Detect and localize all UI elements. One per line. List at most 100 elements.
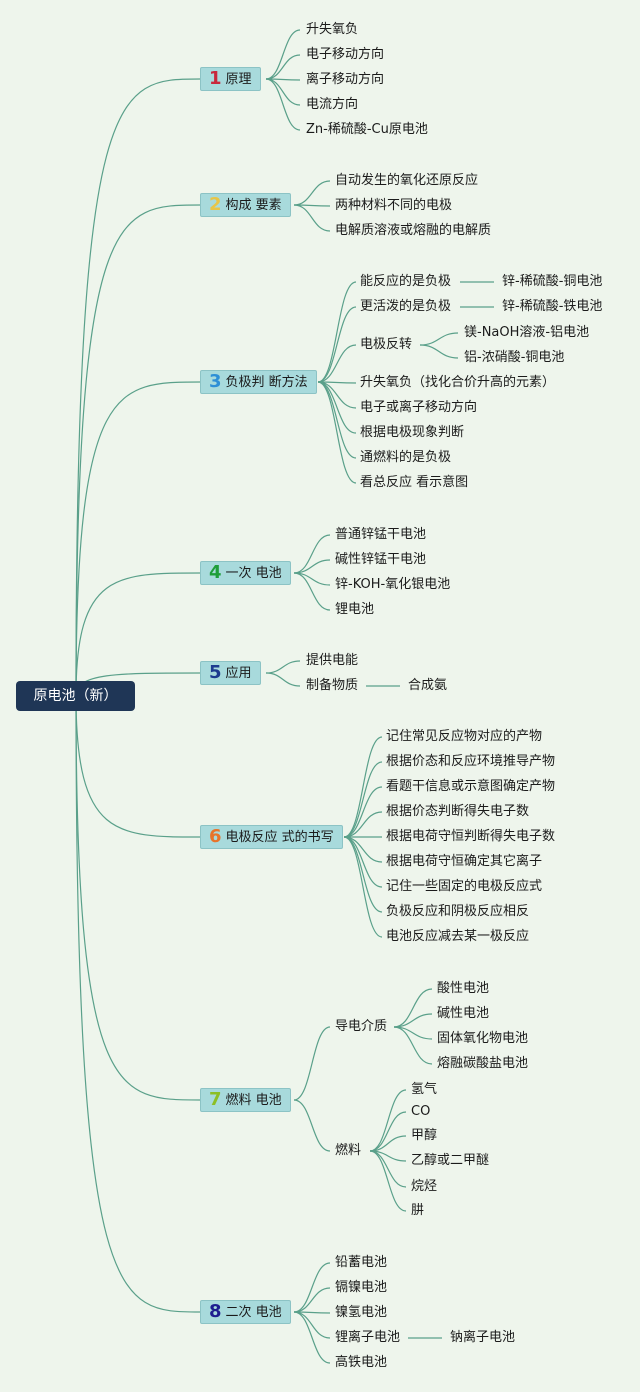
leaf-node[interactable]: 根据电极现象判断 [360, 425, 465, 440]
branch-number: 3 [209, 371, 222, 392]
leaf-node[interactable]: 碱性电池 [437, 1006, 490, 1021]
connector-line [293, 1287, 331, 1313]
leaf-node[interactable]: 合成氨 [408, 678, 448, 693]
connector-line [369, 1111, 407, 1152]
leaf-node[interactable]: 升失氧负（找化合价升高的元素） [360, 375, 556, 390]
connector-line [369, 1135, 407, 1152]
connector-line [265, 78, 301, 131]
leaf-node[interactable]: 乙醇或二甲醚 [411, 1153, 490, 1168]
leaf-node[interactable]: 普通锌锰干电池 [335, 527, 427, 542]
leaf-node[interactable]: 电子或离子移动方向 [360, 400, 478, 415]
leaf-node[interactable]: 锌-稀硫酸-铜电池 [502, 274, 603, 289]
leaf-node[interactable]: 铅蓄电池 [335, 1255, 388, 1270]
leaf-node[interactable]: 镉镍电池 [335, 1280, 388, 1295]
leaf-node[interactable]: 自动发生的氧化还原反应 [335, 173, 479, 188]
leaf-node[interactable]: 烷烃 [411, 1179, 438, 1194]
leaf-node[interactable]: 提供电能 [306, 653, 359, 668]
connector-line [393, 1026, 433, 1065]
leaf-node[interactable]: CO [411, 1104, 431, 1119]
leaf-node[interactable]: 锂电池 [335, 602, 375, 617]
leaf-node[interactable]: 碱性锌锰干电池 [335, 552, 427, 567]
connector-line [75, 381, 201, 697]
leaf-node[interactable]: 电流方向 [306, 97, 359, 112]
connector-line [293, 534, 331, 574]
leaf-node[interactable]: 燃料 [335, 1143, 362, 1158]
leaf-node[interactable]: 制备物质 [306, 678, 359, 693]
root-node[interactable]: 原电池（新） [16, 681, 135, 711]
leaf-node[interactable]: 离子移动方向 [306, 72, 385, 87]
leaf-node[interactable]: 锌-KOH-氧化银电池 [335, 577, 451, 592]
connector-line [293, 1311, 331, 1364]
leaf-node[interactable]: 记住常见反应物对应的产物 [386, 729, 543, 744]
connector-line [317, 306, 357, 383]
connector-line [343, 836, 383, 938]
leaf-node[interactable]: 电子移动方向 [306, 47, 385, 62]
leaf-node[interactable]: 电池反应减去某一极反应 [386, 929, 530, 944]
connector-line [293, 204, 331, 232]
connector-line [343, 811, 383, 838]
leaf-node[interactable]: 酸性电池 [437, 981, 490, 996]
leaf-node[interactable]: 电解质溶液或熔融的电解质 [335, 223, 492, 238]
leaf-node[interactable]: 能反应的是负极 [360, 274, 452, 289]
branch-label: 负极判 断方法 [225, 375, 308, 390]
branch-number: 5 [209, 662, 222, 683]
leaf-node[interactable]: 导电介质 [335, 1019, 388, 1034]
leaf-node[interactable]: 熔融碳酸盐电池 [437, 1056, 529, 1071]
connector-line [393, 988, 433, 1028]
leaf-node[interactable]: 升失氧负 [306, 22, 359, 37]
connector-line [75, 204, 201, 697]
connector-line [317, 344, 357, 383]
leaf-node[interactable]: 固体氧化物电池 [437, 1031, 529, 1046]
connector-line [343, 836, 383, 913]
leaf-node[interactable]: 更活泼的是负极 [360, 299, 452, 314]
leaf-node[interactable]: Zn-稀硫酸-Cu原电池 [306, 122, 428, 137]
leaf-node[interactable]: 高铁电池 [335, 1355, 388, 1370]
leaf-node[interactable]: 肼 [411, 1203, 425, 1218]
leaf-node[interactable]: 电极反转 [360, 337, 413, 352]
leaf-node[interactable]: 记住一些固定的电极反应式 [386, 879, 543, 894]
leaf-node[interactable]: 甲醇 [411, 1128, 438, 1143]
branch-label: 电极反应 式的书写 [225, 830, 334, 845]
leaf-node[interactable]: 镁-NaOH溶液-铝电池 [464, 325, 590, 340]
connector-line [75, 572, 201, 697]
branch-label: 构成 要素 [225, 198, 282, 213]
leaf-node[interactable]: 锂离子电池 [335, 1330, 401, 1345]
branch-label: 燃料 电池 [225, 1093, 282, 1108]
connector-line [293, 1311, 331, 1339]
leaf-node[interactable]: 通燃料的是负极 [360, 450, 452, 465]
connector-line [343, 836, 383, 888]
leaf-node[interactable]: 负极反应和阴极反应相反 [386, 904, 530, 919]
branch-label: 二次 电池 [225, 1305, 282, 1320]
connector-line [75, 78, 201, 697]
leaf-node[interactable]: 根据电荷守恒确定其它离子 [386, 854, 543, 869]
branch-label: 应用 [225, 666, 252, 681]
connector-line [75, 695, 201, 1313]
leaf-node[interactable]: 钠离子电池 [450, 1330, 516, 1345]
leaf-node[interactable]: 铝-浓硝酸-铜电池 [464, 350, 565, 365]
leaf-node[interactable]: 锌-稀硫酸-铁电池 [502, 299, 603, 314]
connector-line [343, 786, 383, 838]
connector-line [419, 344, 459, 359]
leaf-node[interactable]: 氢气 [411, 1082, 438, 1097]
leaf-node[interactable]: 两种材料不同的电极 [335, 198, 453, 213]
leaf-node[interactable]: 看总反应 看示意图 [360, 475, 469, 490]
connector-line [265, 78, 301, 106]
leaf-node[interactable]: 根据价态判断得失电子数 [386, 804, 530, 819]
leaf-node[interactable]: 根据价态和反应环境推导产物 [386, 754, 556, 769]
leaf-node[interactable]: 看题干信息或示意图确定产物 [386, 779, 556, 794]
branch-number: 6 [209, 826, 222, 847]
leaf-node[interactable]: 镍氢电池 [335, 1305, 388, 1320]
leaf-node[interactable]: 根据电荷守恒判断得失电子数 [386, 829, 556, 844]
connector-line [265, 54, 301, 80]
connector-line [265, 29, 301, 80]
connector-line [369, 1150, 407, 1212]
